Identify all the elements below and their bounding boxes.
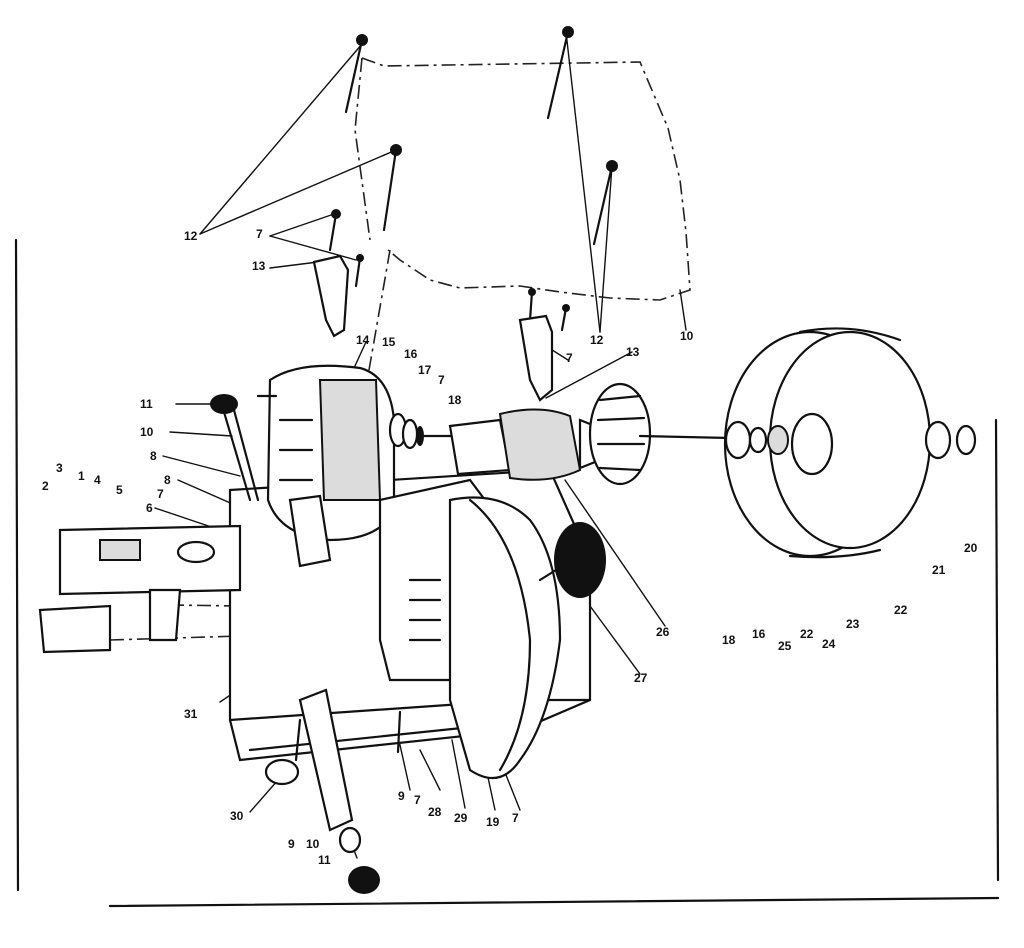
callout-9: 9 <box>398 789 405 803</box>
callout-29: 29 <box>454 811 468 825</box>
callout-8: 8 <box>150 449 157 463</box>
motor-assembly <box>256 364 396 568</box>
callout-11: 11 <box>140 397 153 411</box>
cover-disc <box>554 522 606 598</box>
callout-10: 10 <box>306 837 320 851</box>
bearing-stack <box>388 412 462 450</box>
callout-16: 16 <box>752 627 766 641</box>
callout-10: 10 <box>680 329 694 343</box>
callout-22: 22 <box>894 603 908 617</box>
callout-2: 2 <box>42 479 49 493</box>
leveling-foot <box>264 758 300 786</box>
callout-28: 28 <box>428 805 442 819</box>
callout-17: 17 <box>418 363 432 377</box>
right-washers <box>724 420 977 460</box>
screws <box>328 26 618 332</box>
callout-21: 21 <box>932 563 946 577</box>
bottom-bolt <box>298 688 380 894</box>
callout-14: 14 <box>356 333 370 347</box>
callout-4: 4 <box>94 473 101 487</box>
callout-7: 7 <box>566 351 573 365</box>
callout-1: 1 <box>78 469 85 483</box>
drive-pulley <box>448 496 562 780</box>
callout-7: 7 <box>256 227 263 241</box>
callout-7: 7 <box>157 487 164 501</box>
callout-31: 31 <box>184 707 198 721</box>
callout-20: 20 <box>964 541 978 555</box>
callout-labels: 12 7 13 14 15 16 17 7 18 11 10 8 8 7 6 3… <box>42 227 978 867</box>
callout-7: 7 <box>438 373 445 387</box>
callout-22: 22 <box>800 627 814 641</box>
callout-16: 16 <box>404 347 418 361</box>
callout-7: 7 <box>512 811 519 825</box>
callout-5: 5 <box>116 483 123 497</box>
callout-3: 3 <box>56 461 63 475</box>
callout-19: 19 <box>486 815 500 829</box>
callout-12: 12 <box>590 333 604 347</box>
callout-25: 25 <box>778 639 792 653</box>
callout-11: 11 <box>318 853 331 867</box>
mounting-bracket-left <box>312 254 350 338</box>
mounting-bracket-right <box>518 314 554 402</box>
callout-18: 18 <box>722 633 736 647</box>
callout-30: 30 <box>230 809 244 823</box>
callout-24: 24 <box>822 637 836 651</box>
page-border <box>14 238 1000 908</box>
basket-drum <box>723 327 932 559</box>
callout-9: 9 <box>288 837 295 851</box>
callout-18: 18 <box>448 393 462 407</box>
spin-shaft-assembly <box>448 382 732 486</box>
callout-8: 8 <box>164 473 171 487</box>
callout-13: 13 <box>252 259 266 273</box>
callout-27: 27 <box>634 671 648 685</box>
callout-10: 10 <box>140 425 154 439</box>
switch-plate-parts <box>38 524 242 654</box>
callout-6: 6 <box>146 501 153 515</box>
callout-7: 7 <box>414 793 421 807</box>
callout-13: 13 <box>626 345 640 359</box>
callout-23: 23 <box>846 617 860 631</box>
callout-12: 12 <box>184 229 198 243</box>
callout-26: 26 <box>656 625 670 639</box>
top-bolt <box>210 394 260 502</box>
callout-15: 15 <box>382 335 396 349</box>
